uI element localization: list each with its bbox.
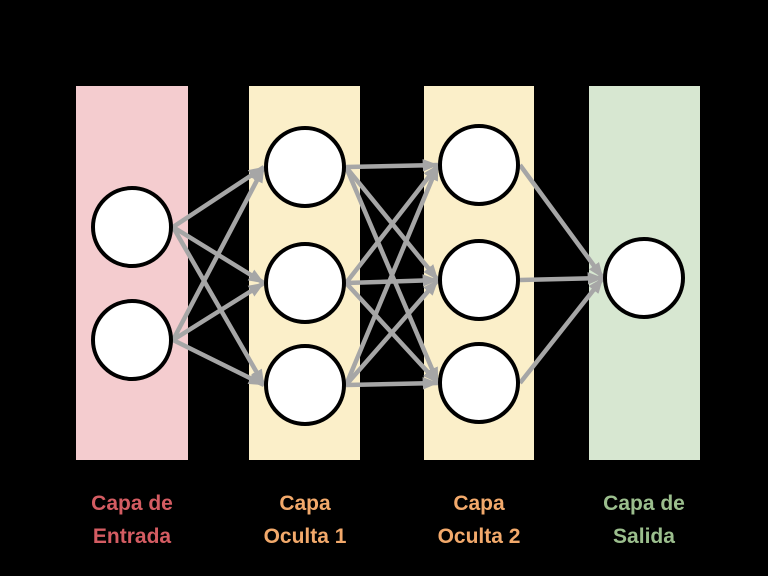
layer-label-line: Capa bbox=[279, 492, 331, 515]
layer-label-line: Capa de bbox=[603, 492, 685, 515]
layer-label-output: Capa de Salida bbox=[603, 487, 685, 553]
connection-arrow-hidden-1-to-hidden-2 bbox=[343, 164, 441, 386]
neuron-hidden-2-3 bbox=[438, 342, 520, 424]
connection-arrow-hidden-2-to-output bbox=[519, 272, 604, 285]
layer-label-line: Oculta 1 bbox=[263, 525, 347, 548]
neuron-output-1 bbox=[603, 237, 685, 319]
connection-arrow-hidden-2-to-output bbox=[518, 276, 605, 385]
layer-label-hidden-2: Capa Oculta 2 bbox=[438, 487, 521, 553]
neuron-hidden-1-3 bbox=[264, 344, 346, 426]
neuron-hidden-2-2 bbox=[438, 239, 520, 321]
layer-band-input bbox=[76, 86, 188, 460]
connection-arrow-hidden-1-to-hidden-2 bbox=[344, 278, 440, 387]
neuron-input-1 bbox=[91, 186, 173, 268]
layer-label-line: Salida bbox=[613, 525, 675, 548]
neuron-hidden-2-1 bbox=[438, 124, 520, 206]
layer-label-line: Capa de bbox=[91, 492, 173, 515]
connection-arrow-hidden-1-to-hidden-2 bbox=[345, 377, 439, 390]
connection-arrow-hidden-1-to-hidden-2 bbox=[344, 163, 440, 285]
connection-arrow-input-to-hidden-1 bbox=[171, 165, 266, 342]
connection-arrow-hidden-1-to-hidden-2 bbox=[345, 159, 439, 172]
connection-arrow-input-to-hidden-1 bbox=[171, 165, 266, 229]
neuron-hidden-1-1 bbox=[264, 126, 346, 208]
connection-arrow-input-to-hidden-1 bbox=[171, 281, 266, 342]
layer-label-line: Oculta 2 bbox=[437, 525, 521, 548]
layer-label-input: Capa de Entrada bbox=[91, 487, 173, 553]
connection-arrow-hidden-1-to-hidden-2 bbox=[345, 274, 439, 287]
connection-arrow-hidden-2-to-output bbox=[518, 163, 605, 280]
layer-label-line: Capa bbox=[453, 492, 505, 515]
layer-label-line: Entrada bbox=[92, 525, 172, 548]
neuron-hidden-1-2 bbox=[264, 242, 346, 324]
connection-arrow-input-to-hidden-1 bbox=[171, 225, 266, 387]
neuron-input-2 bbox=[91, 299, 173, 381]
layer-label-hidden-1: Capa Oculta 1 bbox=[264, 487, 347, 553]
connection-arrow-input-to-hidden-1 bbox=[172, 337, 265, 388]
